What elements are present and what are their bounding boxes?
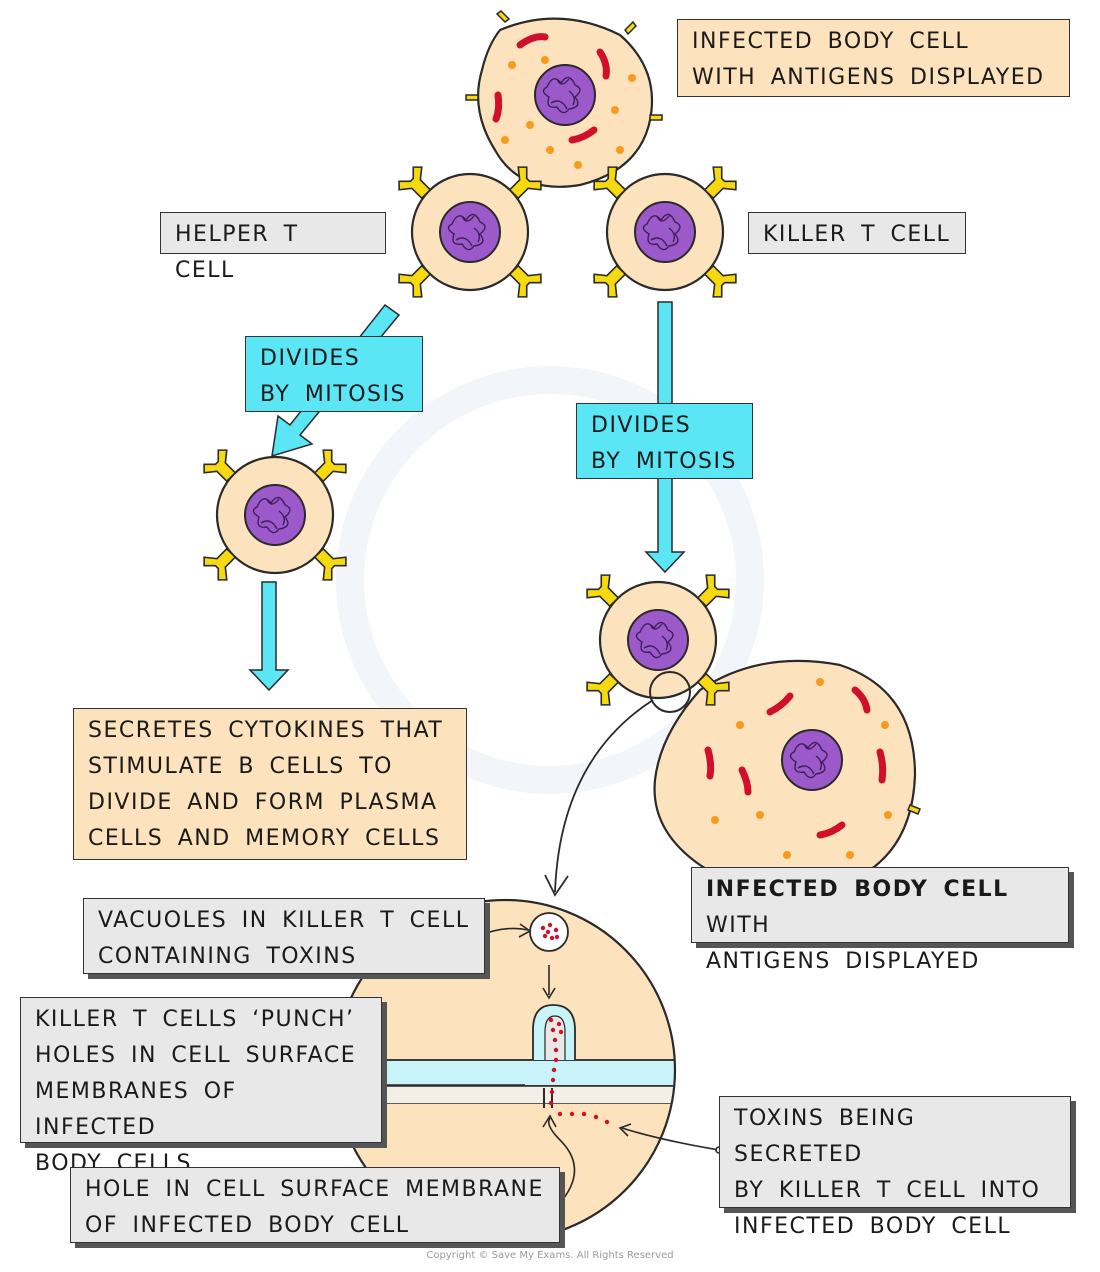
label-divides-right: DIVIDES BY MITOSIS bbox=[576, 403, 753, 479]
copyright-notice: Copyright © Save My Exams. All Rights Re… bbox=[426, 1250, 674, 1261]
label-infected-body-cell-lower: INFECTED BODY CELL WITH ANTIGENS DISPLAY… bbox=[691, 867, 1069, 974]
killer-t-cell-divided bbox=[583, 571, 733, 709]
label-helper-t-cell: HELPER T CELL bbox=[160, 212, 386, 283]
watermark-logo bbox=[336, 366, 764, 794]
arrow-helper-secretes bbox=[248, 581, 290, 692]
label-infected-body-cell-top: INFECTED BODY CELL WITH ANTIGENS DISPLAY… bbox=[677, 19, 1070, 97]
label-killer-t-cell: KILLER T CELL bbox=[748, 212, 966, 254]
label-divides-left: DIVIDES BY MITOSIS bbox=[245, 336, 423, 412]
zoom-circle bbox=[649, 671, 691, 713]
label-secretes-cytokines: SECRETES CYTOKINES THAT STIMULATE B CELL… bbox=[73, 708, 467, 860]
infected-body-cell-top bbox=[465, 10, 663, 188]
infected-body-cell-lower bbox=[653, 659, 921, 893]
label-infected-lower-rest: WITH ANTIGENS DISPLAYED bbox=[706, 913, 980, 974]
label-vacuoles: VACUOLES IN KILLER T CELL CONTAINING TOX… bbox=[83, 898, 485, 974]
killer-t-cell bbox=[590, 163, 740, 301]
helper-t-cell-divided bbox=[200, 446, 350, 584]
helper-t-cell bbox=[395, 163, 545, 301]
label-infected-lower-bold: INFECTED BODY CELL bbox=[706, 877, 1009, 902]
label-hole-in-membrane: HOLE IN CELL SURFACE MEMBRANE OF INFECTE… bbox=[70, 1167, 560, 1243]
label-punch-holes: KILLER T CELLS ‘PUNCH’ HOLES IN CELL SUR… bbox=[20, 997, 382, 1176]
label-toxins-secreted: TOXINS BEING SECRETED BY KILLER T CELL I… bbox=[719, 1096, 1071, 1239]
zoom-arrow bbox=[554, 699, 654, 893]
